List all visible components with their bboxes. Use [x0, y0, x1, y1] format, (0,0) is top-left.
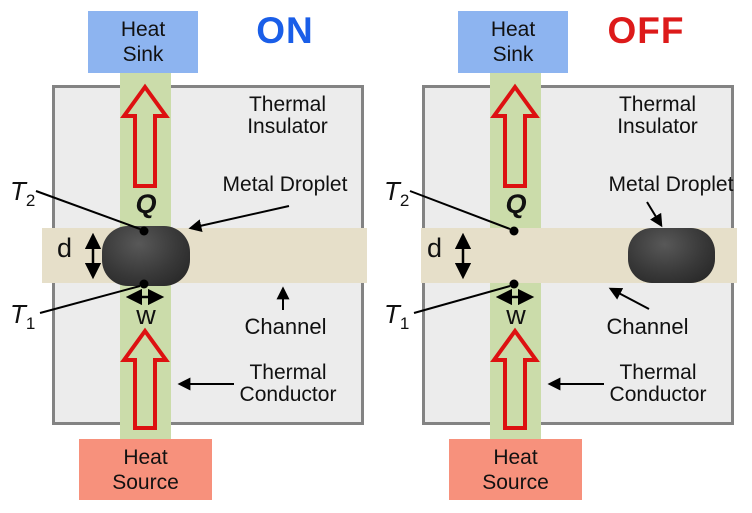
- heat-source-label-line2: Source: [112, 470, 179, 494]
- heat-source-label-line2: Source: [482, 470, 549, 494]
- heat-source-box: Heat Source: [79, 439, 212, 500]
- temperature-t2-label: T2: [10, 176, 36, 211]
- metal-droplet-label: Metal Droplet: [222, 173, 348, 196]
- state-label-on: ON: [256, 10, 314, 51]
- t2-base: T: [10, 176, 26, 206]
- thermal-conductor-label: Thermal Conductor: [208, 362, 368, 406]
- thermal-insulator-label-line1: Thermal: [618, 93, 697, 116]
- channel-strip: [42, 228, 367, 283]
- thermal-conductor-label-line2: Conductor: [609, 383, 707, 406]
- state-label-off: OFF: [607, 10, 685, 51]
- channel-depth-label: d: [427, 233, 443, 263]
- t1-subscript: 1: [25, 314, 36, 334]
- t1-base: T: [10, 299, 26, 329]
- panel-off: OFF Heat Sink Heat Source Thermal Insula…: [370, 0, 746, 513]
- panel-on: ON Heat Sink Heat Source Thermal Insulat…: [10, 10, 368, 500]
- channel-depth-label: d: [57, 233, 73, 263]
- t2-subscript: 2: [399, 191, 410, 211]
- temperature-t2-label: T2: [384, 176, 410, 211]
- channel-label: Channel: [244, 314, 327, 339]
- t1-subscript: 1: [399, 314, 410, 334]
- conductor-width-label: w: [506, 300, 526, 330]
- t2-base: T: [384, 176, 400, 206]
- heat-sink-label-line2: Sink: [122, 43, 164, 66]
- channel-label: Channel: [606, 314, 689, 339]
- thermal-conductor-label: Thermal Conductor: [578, 362, 738, 406]
- thermal-insulator-label-line2: Insulator: [247, 115, 328, 138]
- thermal-conductor-label-line1: Thermal: [619, 361, 697, 384]
- t2-subscript: 2: [25, 191, 36, 211]
- thermal-insulator-label: Thermal Insulator: [210, 94, 365, 138]
- conductor-width-label: w: [136, 300, 156, 330]
- heat-sink-label-line1: Heat: [120, 18, 166, 41]
- metal-droplet-label: Metal Droplet: [608, 173, 734, 196]
- heat-flow-q-label: Q: [135, 189, 157, 219]
- heat-source-label-line1: Heat: [493, 445, 538, 469]
- temperature-t1-label: T1: [10, 299, 36, 334]
- heat-source-label-line1: Heat: [123, 445, 168, 469]
- thermal-conductor-label-line2: Conductor: [239, 383, 337, 406]
- t1-base: T: [384, 299, 400, 329]
- heat-sink-box: Heat Sink: [88, 11, 198, 73]
- temperature-t1-label: T1: [384, 299, 410, 334]
- heat-sink-label-line1: Heat: [490, 18, 536, 41]
- metal-droplet: [628, 228, 715, 283]
- heat-sink-label-line2: Sink: [492, 43, 534, 66]
- heat-source-box: Heat Source: [449, 439, 582, 500]
- metal-droplet: [102, 226, 190, 286]
- thermal-conductor-label-line1: Thermal: [249, 361, 327, 384]
- thermal-insulator-label-line2: Insulator: [617, 115, 698, 138]
- heat-flow-q-label: Q: [505, 189, 527, 219]
- thermal-insulator-label: Thermal Insulator: [580, 94, 735, 138]
- heat-sink-box: Heat Sink: [458, 11, 568, 73]
- thermal-insulator-label-line1: Thermal: [248, 93, 327, 116]
